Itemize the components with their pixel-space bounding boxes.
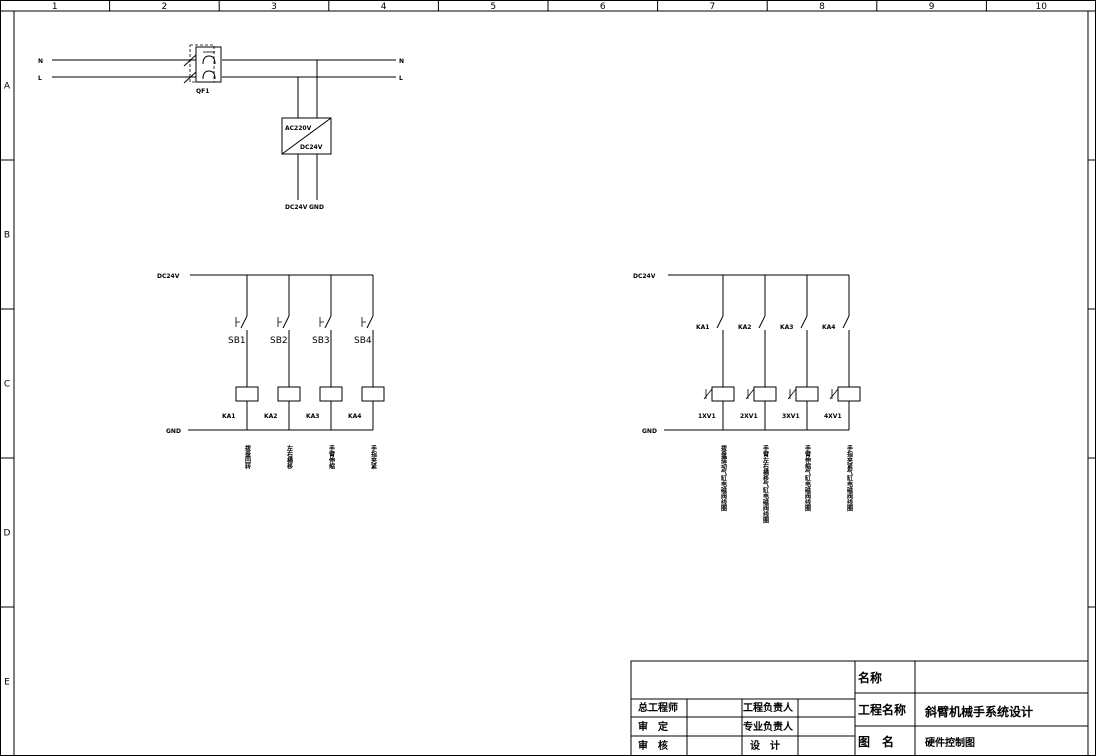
valve-4xv1-label: 4XV1 [824,413,842,420]
contact-ka3-label: KA3 [780,324,793,331]
column-label: 1 [52,2,58,12]
row-label: D [4,529,11,539]
project-name-label: 工程名称 [858,702,906,717]
psu-dc-out-label: DC24V [285,204,308,211]
input-desc-3: 手臂伸缩 [328,444,336,470]
specialty-lead-label: 专业负责人 [743,720,794,733]
chief-engineer-label: 总工程师 [638,701,678,714]
output-desc-3: 手臂伸缩气缸电磁阀线圈 [804,444,812,512]
line-l-label-right: L [399,75,403,82]
line-n-label-right: N [399,58,404,65]
output-branch-4: KA4 4XV1 手指夹紧气缸电磁阀线圈 [822,275,861,512]
input-branch-1: SB1 KA1 拨盘回转 [222,275,259,470]
column-label: 9 [929,2,935,12]
column-label: 5 [490,2,496,12]
drawing-name-label: 图 名 [858,734,894,749]
column-label: 2 [162,2,168,12]
switch-sb1-label: SB1 [228,336,246,346]
relay-ka3-label: KA3 [306,413,319,420]
row-label: B [4,231,10,241]
switch-sb4-label: SB4 [354,336,372,346]
psu-output-label: DC24V [300,144,323,151]
contact-ka2-label: KA2 [738,324,751,331]
input-desc-4: 手指夹紧 [370,444,377,470]
project-name-value: 斜臂机械手系统设计 [924,704,1033,719]
breaker-label: QF1 [196,88,209,95]
line-n-label-left: N [38,58,43,65]
relay-ka1-label: KA1 [222,413,235,420]
output-desc-2: 手臂左右横移气缸电磁阀线圈 [762,444,770,524]
relay-ka2-label: KA2 [264,413,277,420]
input-branch-2: SB2 KA2 左右横移 [264,275,301,470]
column-label: 4 [381,2,387,12]
output-gnd-bus-label: GND [642,428,657,435]
column-label: 8 [819,2,825,12]
psu-gnd-out-label: GND [309,204,324,211]
drawing-name-value: 硬件控制图 [925,736,975,749]
column-label: 7 [710,2,716,12]
input-desc-2: 左右横移 [286,444,294,470]
column-label: 6 [600,2,606,12]
input-dc-bus-label: DC24V [157,273,180,280]
breaker-qf1-symbol [183,44,222,84]
column-ticks: 1 2 3 4 5 6 7 8 9 10 [52,0,1047,12]
column-label: 10 [1035,2,1047,12]
valve-3xv1-label: 3XV1 [782,413,800,420]
row-ticks: A B C D E [0,82,1096,688]
line-l-label-left: L [38,75,42,82]
contact-ka1-label: KA1 [696,324,709,331]
row-label: C [4,380,10,390]
power-supply-section: N L N L QF1 AC220V DC24V DC24V GND [38,44,404,211]
psu-input-label: AC220V [285,125,312,132]
approve-label: 审 定 [638,720,668,733]
row-label: E [4,678,10,688]
valve-1xv1-label: 1XV1 [698,413,716,420]
output-desc-1: 拨盘摆动气缸电磁阀线圈 [720,444,728,512]
output-branch-3: KA3 3XV1 手臂伸缩气缸电磁阀线圈 [780,275,819,512]
column-label: 3 [271,2,277,12]
contact-ka4-label: KA4 [822,324,835,331]
review-label: 审 核 [638,739,668,752]
psu-symbol [281,117,332,155]
row-label: A [4,82,11,92]
switch-sb2-label: SB2 [270,336,288,346]
relay-ka4-label: KA4 [348,413,361,420]
input-gnd-bus-label: GND [166,428,181,435]
output-desc-4: 手指夹紧气缸电磁阀线圈 [846,444,854,512]
input-desc-1: 拨盘回转 [244,444,251,470]
output-branch-2: KA2 2XV1 手臂左右横移气缸电磁阀线圈 [738,275,777,524]
output-branch-1: KA1 1XV1 拨盘摆动气缸电磁阀线圈 [696,275,735,512]
output-dc-bus-label: DC24V [633,273,656,280]
switch-sb3-label: SB3 [312,336,330,346]
output-circuit: DC24V GND KA1 1XV1 拨盘摆动气缸电磁阀线圈 KA2 2XV1 [633,273,861,524]
name-label: 名称 [858,670,882,685]
design-label: 设 计 [750,739,780,752]
input-branch-4: SB4 KA4 手指夹紧 [348,275,385,470]
title-block: 总工程师 工程负责人 审 定 专业负责人 审 核 设 计 名称 工程名称 斜臂机… [630,660,1089,756]
project-lead-label: 工程负责人 [743,701,794,714]
valve-2xv1-label: 2XV1 [740,413,758,420]
input-branch-3: SB3 KA3 手臂伸缩 [306,275,343,470]
input-circuit: DC24V GND SB1 KA1 拨盘回转 SB2 KA2 左右横移 [157,273,385,470]
